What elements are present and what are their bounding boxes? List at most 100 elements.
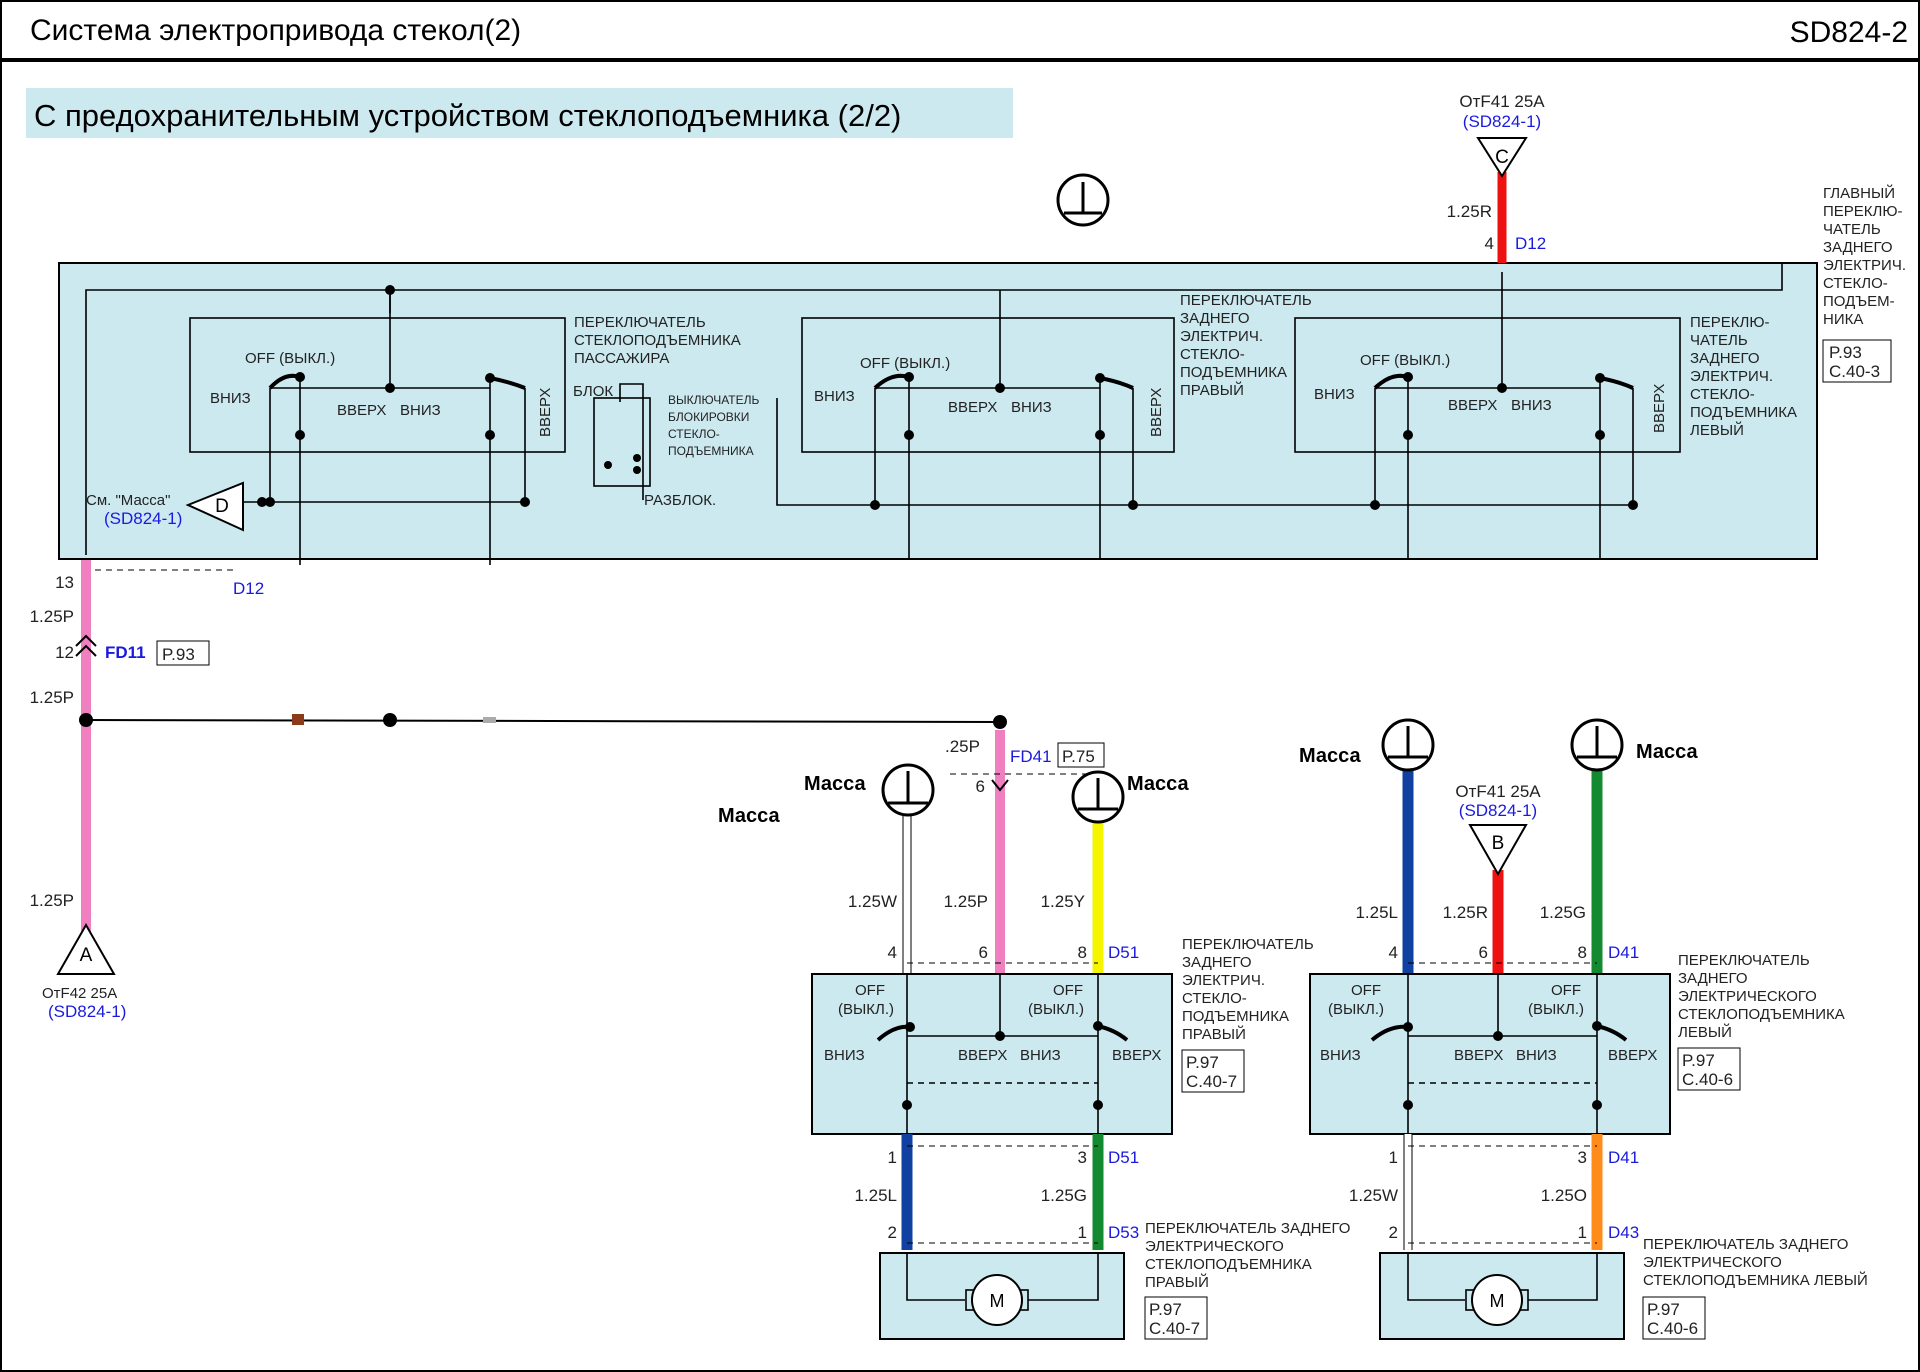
ground-ref-d-letter: D xyxy=(215,496,229,517)
main-switch-l7: ПОДЪЕМ- xyxy=(1823,293,1895,310)
ground-label-rr1: Масса xyxy=(804,773,867,795)
section-subtitle: С предохранительным устройством стеклопо… xyxy=(34,98,901,133)
page-code: SD824-2 xyxy=(1790,16,1908,49)
rr-off2b: (ВЫКЛ.) xyxy=(1028,1001,1084,1018)
rr-switch-label-l6: ПРАВЫЙ xyxy=(1180,381,1244,399)
wire-rr-l: 1.25L xyxy=(854,1186,897,1205)
wire-rr-p: 1.25P xyxy=(944,892,988,911)
rl-motor-ref1: P.97 xyxy=(1647,1300,1680,1319)
ground-symbol-rr-right xyxy=(1071,770,1125,824)
wire-rl-l: 1.25L xyxy=(1355,903,1398,922)
passenger-switch-l2: СТЕКЛОПОДЪЕМНИКА xyxy=(574,332,741,349)
connector-d43: D43 xyxy=(1608,1223,1639,1242)
rr-down2: ВНИЗ xyxy=(1020,1047,1061,1064)
rl-pin-6: 6 xyxy=(1479,943,1488,962)
main-rl-up-vertical: ВВЕРХ xyxy=(1651,384,1668,433)
unlock-label: РАЗБЛОК. xyxy=(644,492,716,509)
fuse-b-ref: (SD824-1) xyxy=(1459,801,1537,820)
rl-pin-4: 4 xyxy=(1389,943,1398,962)
main-pass-off: OFF (ВЫКЛ.) xyxy=(245,350,335,367)
wire-rl-g: 1.25G xyxy=(1540,903,1586,922)
rl-switch-ref2: C.40-6 xyxy=(1682,1070,1733,1089)
rl-switch-ref1: P.97 xyxy=(1682,1051,1715,1070)
rr-pin-6: 6 xyxy=(979,943,988,962)
subtitle-banner xyxy=(26,88,1013,138)
main-switch-ref1: P.93 xyxy=(1829,343,1862,362)
main-rr-up-vertical: ВВЕРХ xyxy=(1148,388,1165,437)
rr-switch-ref-box xyxy=(1181,1049,1245,1093)
rr-pin-4: 4 xyxy=(888,943,897,962)
connector-fd11-arrow2 xyxy=(75,644,97,657)
rl-off2b: (ВЫКЛ.) xyxy=(1528,1001,1584,1018)
lock-switch-l2: БЛОКИРОВКИ xyxy=(668,410,749,424)
rr-pin-2: 2 xyxy=(888,1223,897,1242)
fd41-arrow xyxy=(991,779,1009,792)
wire-c-spec: 1.25R xyxy=(1447,202,1492,221)
ground-symbol-rl-right xyxy=(1570,718,1624,772)
fd41-ref: P.75 xyxy=(1062,747,1095,766)
rl-pin-1: 1 xyxy=(1389,1148,1398,1167)
rl-switch-desc-l5: ЛЕВЫЙ xyxy=(1678,1023,1732,1041)
main-pass-down: ВНИЗ xyxy=(210,390,251,407)
main-panel-wiring xyxy=(85,263,1783,565)
wire-left-spec2: 1.25P xyxy=(30,688,74,707)
connector-fd41: FD41 xyxy=(1010,747,1052,766)
rl-switch-label-l6: ПОДЪЕМНИКА xyxy=(1690,404,1797,421)
connector-d53: D53 xyxy=(1108,1223,1139,1242)
pin-13: 13 xyxy=(55,573,74,592)
rl-pin-8: 8 xyxy=(1578,943,1587,962)
wire-rl-r: 1.25R xyxy=(1443,903,1488,922)
rl-off1: OFF xyxy=(1351,982,1381,999)
rl-down: ВНИЗ xyxy=(1320,1047,1361,1064)
rl-motor-desc-l3: СТЕКЛОПОДЪЕМНИКА ЛЕВЫЙ xyxy=(1643,1271,1868,1289)
rl-switch-label-l4: ЭЛЕКТРИЧ. xyxy=(1690,368,1773,385)
fd11-ref: P.93 xyxy=(162,645,195,664)
bus-line xyxy=(85,719,1001,723)
bus-junction-right xyxy=(993,715,1007,729)
rl-up2: ВВЕРХ xyxy=(1608,1047,1657,1064)
rr-switch-panel xyxy=(811,973,1173,1135)
connector-d41-top: D41 xyxy=(1608,943,1639,962)
rr-up: ВВЕРХ xyxy=(958,1047,1007,1064)
connector-d12-bottom: D12 xyxy=(233,579,264,598)
main-rl-down2: ВНИЗ xyxy=(1511,397,1552,414)
bus-marker-grey xyxy=(483,717,496,723)
wire-rl-w: 1.25W xyxy=(1349,1186,1398,1205)
rr-switch-desc-l2: ЗАДНЕГО xyxy=(1182,954,1252,971)
rl-switch-label-l1: ПЕРЕКЛЮ- xyxy=(1690,314,1770,331)
connector-fd11-arrow xyxy=(75,634,97,647)
rr-switch-desc-l3: ЭЛЕКТРИЧ. xyxy=(1182,972,1265,989)
connector-c-triangle xyxy=(1476,137,1528,178)
rr-motor-desc-l2: ЭЛЕКТРИЧЕСКОГО xyxy=(1145,1238,1284,1255)
wire-left-spec1: 1.25P xyxy=(30,607,74,626)
rr-switch-label-l2: ЗАДНЕГО xyxy=(1180,310,1250,327)
rr-motor-desc-l3: СТЕКЛОПОДЪЕМНИКА xyxy=(1145,1256,1312,1273)
rr-switch-label-l3: ЭЛЕКТРИЧ. xyxy=(1180,328,1263,345)
main-switch-ref2: C.40-3 xyxy=(1829,362,1880,381)
ground-ref-code: (SD824-1) xyxy=(104,509,182,528)
rl-switch-ref-box xyxy=(1677,1047,1741,1091)
rr-switch-label-l4: СТЕКЛО- xyxy=(1180,346,1245,363)
connector-c-letter: C xyxy=(1495,147,1509,168)
lock-switch-l3: СТЕКЛО- xyxy=(668,427,720,441)
ground-label-rr3: Масса xyxy=(718,805,781,827)
connector-a-triangle xyxy=(56,922,116,975)
rl-motor-letter: M xyxy=(1490,1291,1505,1311)
rr-pin-3: 3 xyxy=(1078,1148,1087,1167)
bus-junction-mid xyxy=(383,713,397,727)
rl-pin-2: 2 xyxy=(1389,1223,1398,1242)
wire-rr-y: 1.25Y xyxy=(1041,892,1085,911)
rr-pin-1b: 1 xyxy=(1078,1223,1087,1242)
rl-down2: ВНИЗ xyxy=(1516,1047,1557,1064)
wire-rl-o: 1.25O xyxy=(1541,1186,1587,1205)
rr-motor-desc-l4: ПРАВЫЙ xyxy=(1145,1273,1209,1291)
ground-symbol-rr-left xyxy=(881,763,935,817)
fuse-b-label: ОтF41 25A xyxy=(1455,782,1541,801)
fd41-pin-6: 6 xyxy=(976,777,985,796)
rr-down: ВНИЗ xyxy=(824,1047,865,1064)
rr-motor-letter: M xyxy=(990,1291,1005,1311)
main-switch-panel xyxy=(58,262,1818,560)
fuse-a-ref: (SD824-1) xyxy=(48,1002,126,1021)
